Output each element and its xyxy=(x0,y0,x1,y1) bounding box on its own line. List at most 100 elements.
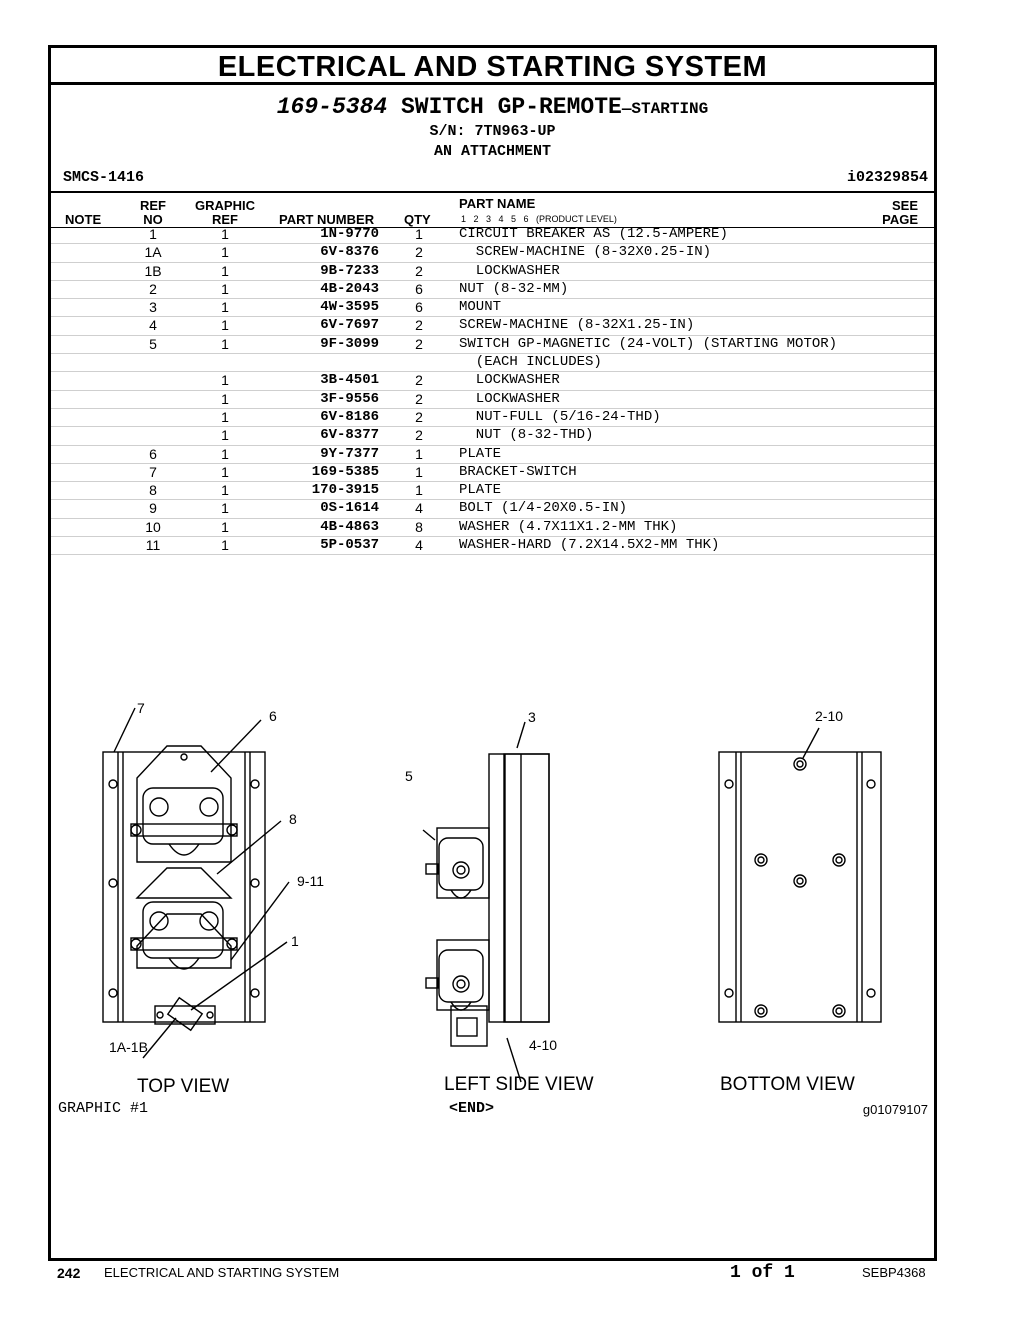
part-number: 1N-9770 xyxy=(320,226,379,242)
col-qty: QTY xyxy=(404,212,431,227)
graphic-ref: 1 xyxy=(221,390,229,407)
graphic-ref: 1 xyxy=(221,518,229,535)
ref-no: 3 xyxy=(149,299,157,316)
qty: 6 xyxy=(415,280,423,297)
callout-2-10: 2-10 xyxy=(815,708,844,724)
graphic-ref: 1 xyxy=(221,463,229,480)
qty: 2 xyxy=(415,408,423,425)
qty: 1 xyxy=(415,482,423,499)
part-name: SCREW-MACHINE (8-32X0.25-IN) xyxy=(459,244,712,261)
part-number: 4B-4863 xyxy=(320,518,379,535)
parts-illustration xyxy=(102,707,882,1083)
col-product-level: 1 2 3 4 5 6 (PRODUCT LEVEL) xyxy=(461,214,617,224)
part-number: 9F-3099 xyxy=(320,335,379,352)
group-name-suffix: —STARTING xyxy=(621,100,709,118)
group-title: 169-5384 SWITCH GP-REMOTE—STARTING xyxy=(51,94,934,120)
graphic-ref: 1 xyxy=(221,537,229,554)
part-number: 170-3915 xyxy=(311,482,379,499)
qty: 1 xyxy=(415,226,423,242)
col-graphic-top: GRAPHIC xyxy=(195,198,255,213)
ref-no: 1A xyxy=(144,244,162,261)
ref-no: 7 xyxy=(149,463,157,480)
graphic-ref: 1 xyxy=(221,372,229,389)
graphic-ref: 1 xyxy=(221,427,229,444)
part-name: MOUNT xyxy=(459,299,502,316)
callout-6: 6 xyxy=(269,708,277,724)
qty: 2 xyxy=(415,335,423,352)
callout-7: 7 xyxy=(137,700,145,716)
ref-no: 4 xyxy=(149,317,157,334)
table-header: NOTE REF NO GRAPHIC REF PART NUMBER QTY … xyxy=(51,191,934,228)
left-side-view-drawing xyxy=(422,721,550,1083)
part-name: LOCKWASHER xyxy=(459,372,560,389)
table-row: (EACH INCLUDES) xyxy=(51,354,934,373)
graphic-ref: 1 xyxy=(221,262,229,279)
part-number: 6V-7697 xyxy=(320,317,379,334)
qty: 2 xyxy=(415,427,423,444)
footer-section: ELECTRICAL AND STARTING SYSTEM xyxy=(104,1265,340,1280)
part-number: 169-5385 xyxy=(311,463,379,480)
col-see-bottom: PAGE xyxy=(882,212,918,227)
graphic-id: g01079107 xyxy=(862,1102,928,1117)
page-of: 1 of 1 xyxy=(730,1263,795,1283)
graphic-label: GRAPHIC #1 xyxy=(58,1100,149,1117)
graphic-ref: 1 xyxy=(221,335,229,352)
part-number: 3B-4501 xyxy=(320,372,379,389)
part-number: 4W-3595 xyxy=(320,299,379,316)
page-number: 242 xyxy=(57,1265,81,1281)
part-name: LOCKWASHER xyxy=(459,262,560,279)
ref-no: 9 xyxy=(149,500,157,517)
qty: 2 xyxy=(415,244,423,261)
bottom-view-label: BOTTOM VIEW xyxy=(720,1074,855,1095)
part-name: NUT-FULL (5/16-24-THD) xyxy=(459,408,661,425)
smcs-code: SMCS-1416 xyxy=(63,169,145,186)
part-name: WASHER-HARD (7.2X14.5X2-MM THK) xyxy=(459,537,720,554)
serial-number: S/N: 7TN963-UP xyxy=(429,123,556,140)
group-part-number: 169-5384 xyxy=(276,94,388,120)
ref-no: 1B xyxy=(144,262,162,279)
qty: 1 xyxy=(415,463,423,480)
ref-no: 11 xyxy=(145,537,161,554)
page-frame: ELECTRICAL AND STARTING SYSTEM 169-5384 … xyxy=(48,45,937,1261)
callout-8: 8 xyxy=(289,811,297,827)
ref-no: 5 xyxy=(149,335,157,352)
qty: 2 xyxy=(415,262,423,279)
qty: 4 xyxy=(415,537,423,554)
part-number: 5P-0537 xyxy=(320,537,379,554)
section-title: ELECTRICAL AND STARTING SYSTEM xyxy=(51,48,934,85)
qty: 6 xyxy=(415,299,423,316)
part-name: PLATE xyxy=(459,482,502,499)
top-view-label: TOP VIEW xyxy=(137,1076,230,1097)
ref-no: 2 xyxy=(149,280,157,297)
col-part-number: PART NUMBER xyxy=(279,212,375,227)
graphic-ref: 1 xyxy=(221,226,229,242)
qty: 2 xyxy=(415,317,423,334)
callout-1: 1 xyxy=(291,933,299,949)
part-number: 0S-1614 xyxy=(320,500,379,517)
part-name: PLATE xyxy=(459,445,502,462)
graphic-ref: 1 xyxy=(221,280,229,297)
part-name: SWITCH GP-MAGNETIC (24-VOLT) (STARTING M… xyxy=(459,335,838,352)
graphic-ref: 1 xyxy=(221,482,229,499)
col-ref-bottom: NO xyxy=(143,212,163,227)
col-ref-top: REF xyxy=(140,198,166,213)
qty: 2 xyxy=(415,390,423,407)
qty: 4 xyxy=(415,500,423,517)
graphic-ref: 1 xyxy=(221,299,229,316)
bottom-view-drawing xyxy=(718,727,882,1023)
part-name: NUT (8-32-THD) xyxy=(459,427,594,444)
end-label: <END> xyxy=(449,1100,495,1117)
graphic-ref: 1 xyxy=(221,408,229,425)
qty: 8 xyxy=(415,518,423,535)
graphic-ref: 1 xyxy=(221,244,229,261)
part-name: SCREW-MACHINE (8-32X1.25-IN) xyxy=(459,317,695,334)
part-name: LOCKWASHER xyxy=(459,390,560,407)
group-name: SWITCH GP-REMOTE xyxy=(400,94,622,120)
